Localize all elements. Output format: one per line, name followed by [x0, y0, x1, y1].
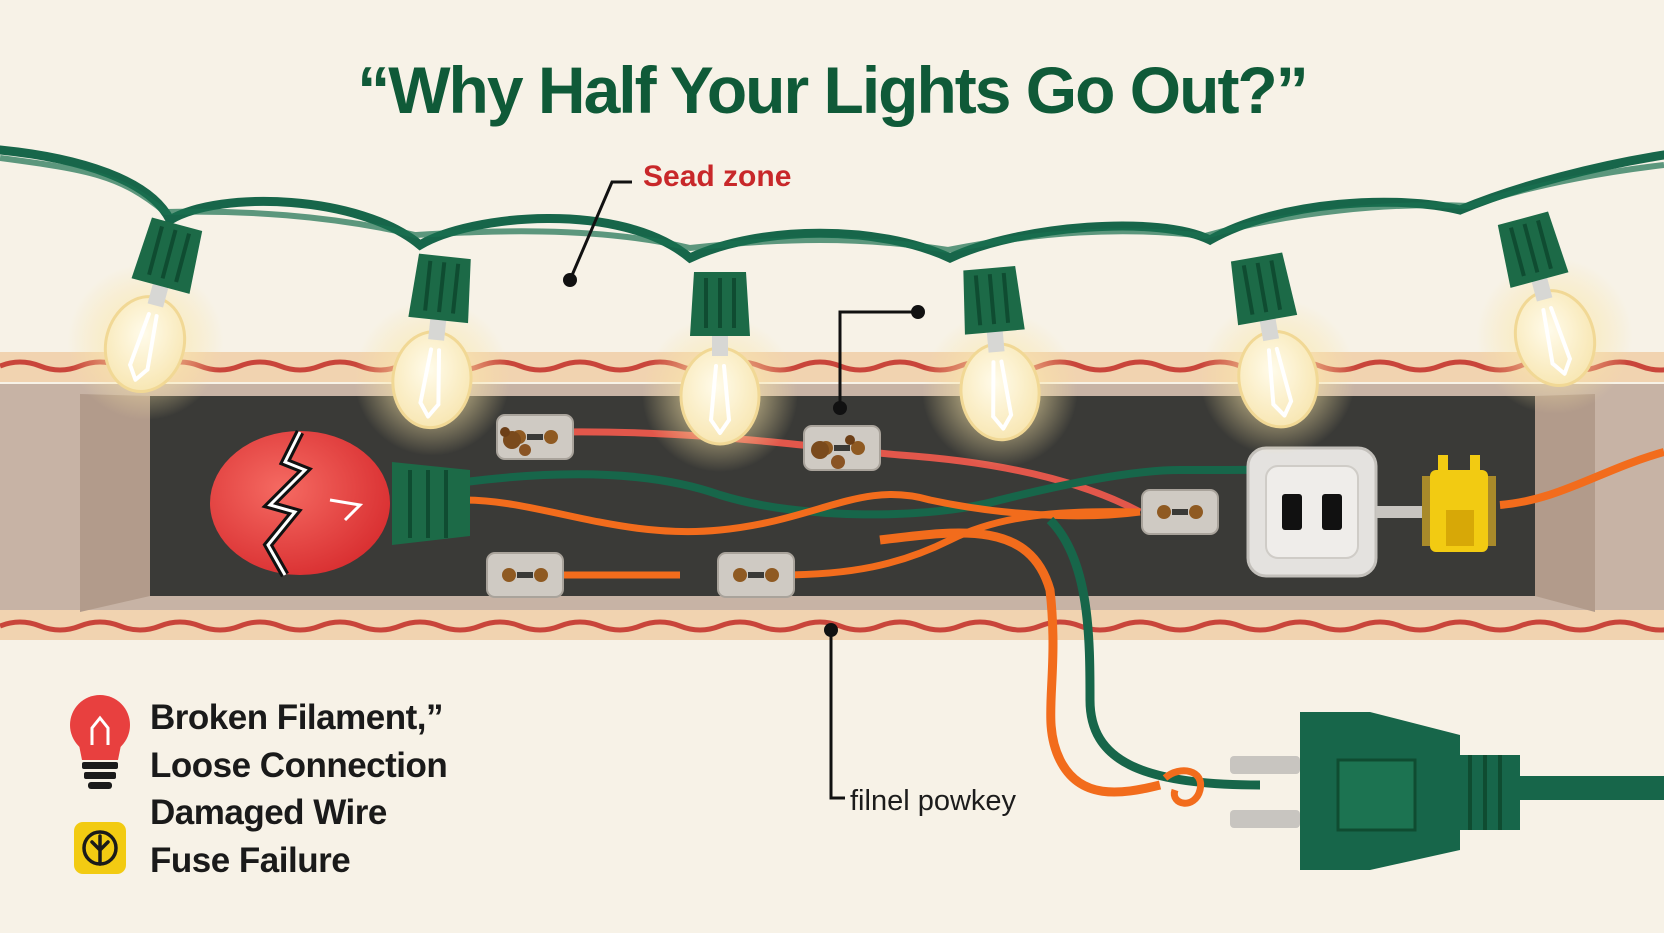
bottom-callout: filnel powkey [850, 785, 1017, 817]
connector [486, 552, 564, 598]
connector [1141, 489, 1219, 535]
bulb-icon [640, 270, 800, 474]
legend: Broken Filament,” Loose Connection Damag… [150, 694, 448, 884]
broken-bulb-icon [210, 429, 470, 578]
callout-leaders [563, 180, 925, 800]
dead-zone-callout: Sead zone [643, 160, 792, 193]
legend-item-broken-filament: Broken Filament,” [150, 698, 443, 737]
plug-icon [1162, 712, 1664, 870]
page-title: “Why Half Your Lights Go Out?” [357, 53, 1309, 127]
red-bulb-icon [70, 695, 130, 789]
power-outlet [1246, 446, 1422, 578]
connector [717, 552, 795, 598]
fuse-leaf-icon [74, 822, 126, 874]
legend-item-loose-connection: Loose Connection [150, 745, 448, 785]
fuse [1422, 455, 1496, 552]
legend-item-fuse-failure: Fuse Failure [150, 840, 351, 880]
legend-item-damaged-wire: Damaged Wire [150, 793, 387, 832]
